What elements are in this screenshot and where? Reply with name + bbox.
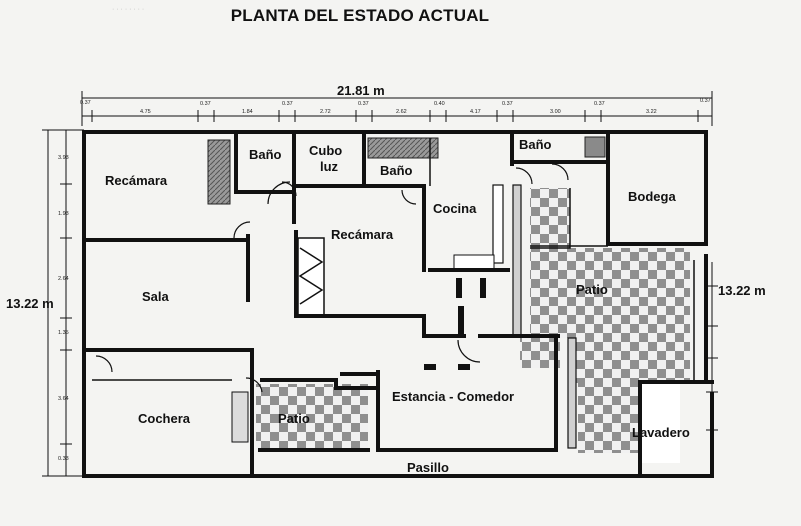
room-lavadero-label: Lavadero	[632, 425, 690, 440]
room-cochera-label: Cochera	[138, 411, 191, 426]
walls	[82, 130, 714, 478]
top-dim-13: 3.22	[646, 109, 657, 115]
room-patio-left-label: Patio	[278, 411, 310, 426]
wall-stubs	[424, 278, 486, 370]
left-dim-4: 3.64	[58, 396, 69, 402]
top-dim-3: 1.84	[242, 109, 253, 115]
top-dim-12: 0.37	[594, 101, 605, 107]
room-cocina-label: Cocina	[433, 201, 477, 216]
top-dim-4: 0.37	[282, 101, 293, 107]
top-dim-14: 0.37	[700, 98, 711, 104]
room-recamara-center-label: Recámara	[331, 227, 394, 242]
room-estancia-comedor-label: Estancia - Comedor	[392, 389, 515, 404]
left-dim-0: 3.93	[58, 155, 69, 161]
left-dim-3: 1.35	[58, 330, 69, 336]
left-dimension-line	[42, 129, 84, 477]
right-height-label: 13.22 m	[718, 283, 766, 298]
bleed-text-1: · · · · · · · ·	[112, 6, 145, 13]
room-pasillo-label: Pasillo	[407, 460, 449, 475]
room-cubo-label: Cubo	[309, 143, 343, 158]
left-height-label: 13.22 m	[6, 296, 54, 311]
top-dim-1: 4.75	[140, 109, 151, 115]
top-dim-10: 0.37	[502, 101, 513, 107]
plan-title: PLANTA DEL ESTADO ACTUAL	[230, 6, 490, 25]
fixtures	[207, 136, 606, 449]
top-dim-7: 2.62	[396, 109, 407, 115]
top-dim-11: 3.00	[550, 109, 561, 115]
room-patio-right-label: Patio	[576, 282, 608, 297]
top-dimension-line	[81, 91, 713, 126]
room-luz-label: luz	[320, 159, 339, 174]
top-dim-5: 2.72	[320, 109, 331, 115]
top-dim-8: 0.40	[434, 101, 445, 107]
total-width-label: 21.81 m	[337, 83, 385, 98]
room-bano-right-label: Baño	[519, 137, 552, 152]
room-bodega-label: Bodega	[628, 189, 676, 204]
left-dim-5: 0.33	[58, 456, 69, 462]
left-dim-1: 1.93	[58, 211, 69, 217]
room-bano-center-label: Baño	[380, 163, 413, 178]
left-dim-2: 2.64	[58, 276, 69, 282]
top-dim-2: 0.37	[200, 101, 211, 107]
top-dim-6: 0.37	[358, 101, 369, 107]
door-swings	[95, 163, 569, 393]
room-recamara-label: Recámara	[105, 173, 168, 188]
thin-lines	[92, 138, 695, 382]
room-sala-label: Sala	[142, 289, 169, 304]
top-dim-9: 4.17	[470, 109, 481, 115]
room-bano-label: Baño	[249, 147, 282, 162]
top-dim-0: 0.37	[80, 100, 91, 106]
tile-floor	[256, 188, 690, 463]
